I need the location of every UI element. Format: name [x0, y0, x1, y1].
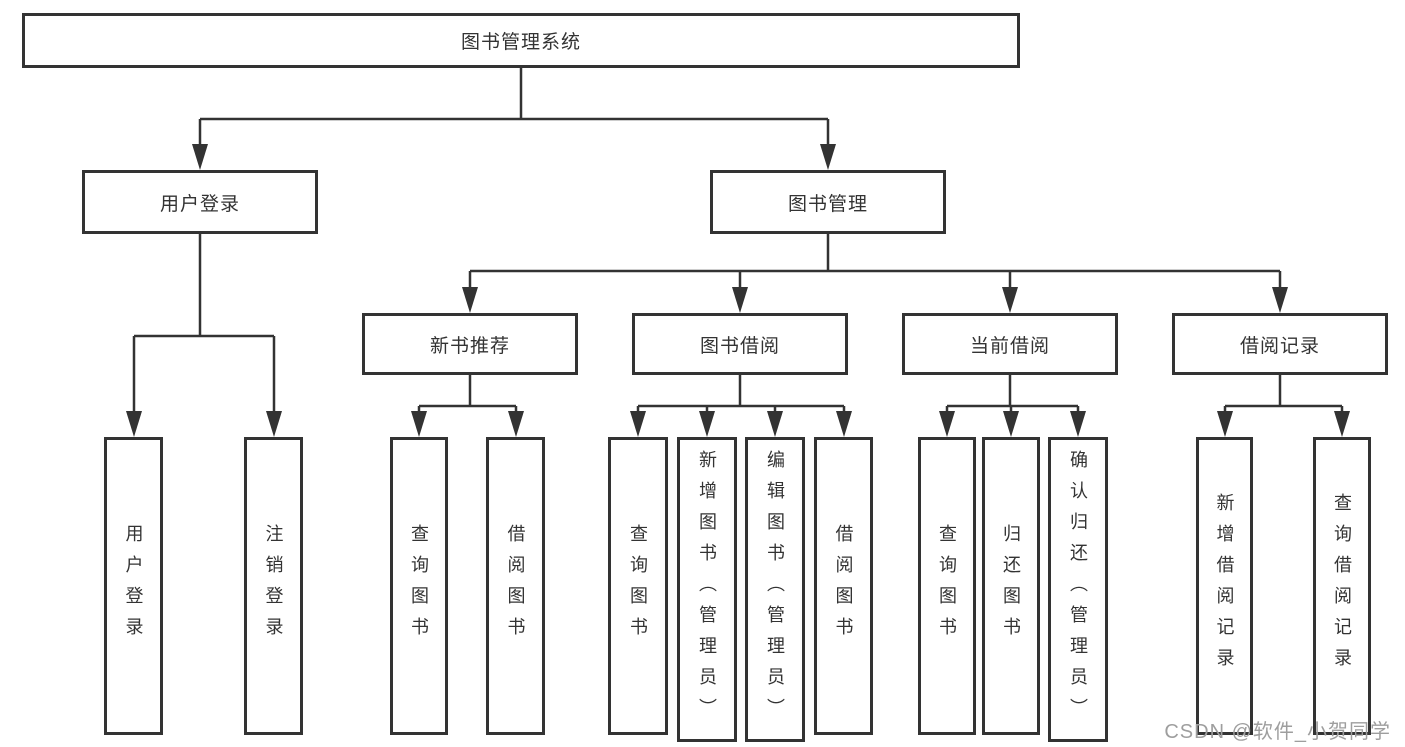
node-book-borrow: 图书借阅 [632, 313, 848, 375]
leaf-recommend-query-books-label: 查询图书 [409, 524, 429, 648]
node-new-book-recommend: 新书推荐 [362, 313, 578, 375]
leaf-add-books-admin-label: 新增图书（管理员） [697, 450, 717, 729]
node-borrow-records: 借阅记录 [1172, 313, 1388, 375]
leaf-add-borrow-record-label: 新增借阅记录 [1214, 493, 1235, 679]
arrowheads [126, 144, 1350, 437]
node-book-management-label: 图书管理 [787, 193, 868, 215]
csdn-watermark: CSDN @软件_小贺同学 [1164, 721, 1391, 743]
leaf-user-login: 用户登录 [104, 437, 163, 735]
leaf-borrow-borrow-books-label: 借阅图书 [833, 524, 854, 648]
leaf-current-query-books: 查询图书 [918, 437, 976, 735]
leaf-return-books: 归还图书 [982, 437, 1040, 735]
leaf-logout-label: 注销登录 [263, 524, 284, 648]
leaf-user-login-label: 用户登录 [123, 524, 144, 648]
leaf-current-query-books-label: 查询图书 [937, 524, 957, 648]
leaf-add-borrow-record: 新增借阅记录 [1196, 437, 1253, 735]
node-new-book-recommend-label: 新书推荐 [429, 335, 510, 357]
edge-newrec-to-leaves [417, 375, 518, 414]
leaf-recommend-borrow-books: 借阅图书 [486, 437, 545, 735]
leaf-return-books-label: 归还图书 [1001, 524, 1021, 648]
edge-root-to-level2 [198, 68, 830, 146]
leaf-borrow-query-books-label: 查询图书 [628, 524, 648, 648]
leaf-borrow-query-books: 查询图书 [608, 437, 668, 735]
node-current-borrow: 当前借阅 [902, 313, 1118, 375]
node-library-system: 图书管理系统 [22, 13, 1020, 68]
leaf-logout: 注销登录 [244, 437, 303, 735]
leaf-edit-books-admin: 编辑图书（管理员） [745, 437, 805, 742]
leaf-recommend-query-books: 查询图书 [390, 437, 448, 735]
edge-login-to-leaves [132, 234, 276, 413]
node-book-borrow-label: 图书借阅 [699, 335, 780, 357]
leaf-confirm-return-admin-label: 确认归还（管理员） [1068, 450, 1088, 729]
leaf-recommend-borrow-books-label: 借阅图书 [505, 524, 526, 648]
node-borrow-records-label: 借阅记录 [1239, 335, 1320, 357]
node-user-login-label: 用户登录 [159, 193, 240, 215]
edge-records-to-leaves [1223, 375, 1344, 414]
edge-borrow-to-leaves [636, 375, 846, 414]
leaf-edit-books-admin-label: 编辑图书（管理员） [765, 450, 785, 729]
node-current-borrow-label: 当前借阅 [969, 335, 1050, 357]
leaf-borrow-borrow-books: 借阅图书 [814, 437, 873, 735]
leaf-query-borrow-record-label: 查询借阅记录 [1332, 493, 1352, 679]
leaf-add-books-admin: 新增图书（管理员） [677, 437, 737, 742]
node-book-management: 图书管理 [710, 170, 946, 234]
node-user-login: 用户登录 [82, 170, 318, 234]
leaf-confirm-return-admin: 确认归还（管理员） [1048, 437, 1108, 742]
edge-mgmt-to-level3 [468, 234, 1282, 289]
node-library-system-label: 图书管理系统 [460, 32, 581, 53]
leaf-query-borrow-record: 查询借阅记录 [1313, 437, 1371, 735]
edge-current-to-leaves [945, 375, 1080, 414]
